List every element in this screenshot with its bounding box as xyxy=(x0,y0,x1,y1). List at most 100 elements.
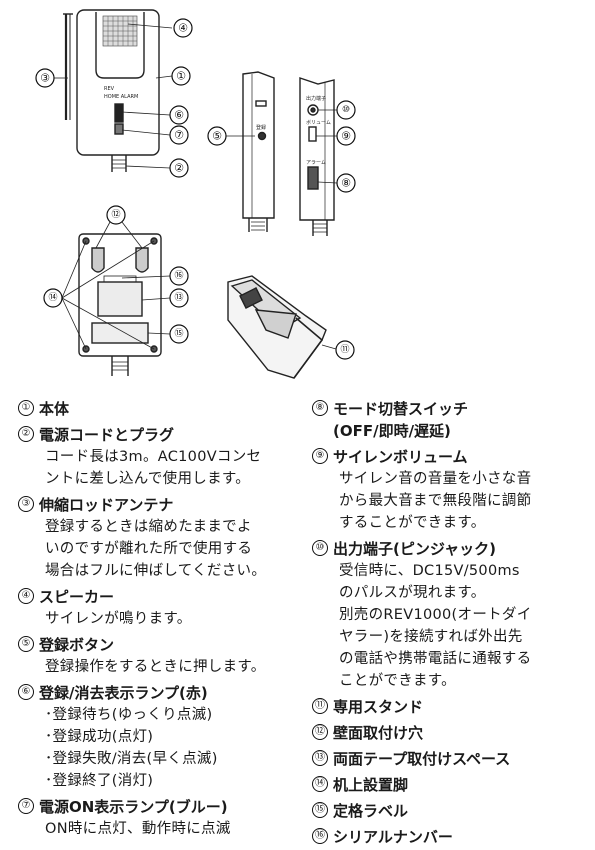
item-title: 電源コードとプラグ xyxy=(39,425,175,444)
svg-text:⑨: ⑨ xyxy=(341,130,351,143)
item-title: 定格ラベル xyxy=(333,801,409,820)
item-register-lamp: ⑥ 登録/消去表示ランプ(赤) ･登録待ち(ゆっくり点滅) ･登録成功(点灯) ･… xyxy=(18,680,308,792)
svg-text:②: ② xyxy=(174,162,184,175)
item-title: 登録/消去表示ランプ(赤) xyxy=(39,683,208,702)
item-number: ⑮ xyxy=(312,802,328,818)
left-side-view: 登録 xyxy=(226,71,275,232)
item-power-lamp: ⑦ 電源ON表示ランプ(ブルー) ON時に点灯、動作時に点滅 xyxy=(18,794,308,840)
item-description: サイレンが鳴ります。 xyxy=(45,611,192,627)
item-siren-volume: ⑨ サイレンボリューム サイレン音の音量を小さな音 から最大音まで無段階に調節 す… xyxy=(312,444,592,534)
callout-13: ⑬ xyxy=(169,288,189,308)
item-description: 受信時に、DC15V/500ms xyxy=(339,563,520,579)
item-title: シリアルナンバー xyxy=(333,827,453,846)
item-number: ⑧ xyxy=(312,400,328,416)
item-description: の電話や携帯電話に通報する xyxy=(339,651,532,667)
callout-2: ② xyxy=(169,158,189,178)
item-title: 机上設置脚 xyxy=(333,775,409,794)
item-description: 登録操作をするときに押します。 xyxy=(45,659,266,675)
stand-view xyxy=(227,275,337,379)
item-description: から最大音まで無段階に調節 xyxy=(339,493,532,509)
item-description: ･登録成功(点灯) xyxy=(45,729,154,745)
svg-text:⑩: ⑩ xyxy=(342,105,350,115)
callout-5: ⑤ xyxy=(207,126,227,146)
item-title-continued: (OFF/即時/遅延) xyxy=(333,422,451,440)
callout-14: ⑭ xyxy=(43,288,63,308)
item-title: スピーカー xyxy=(39,587,115,606)
item-title: 本体 xyxy=(39,399,70,418)
item-description: コード長は3m。AC100Vコンセ xyxy=(45,449,262,465)
item-number: ⑩ xyxy=(312,540,328,556)
item-title: 伸縮ロッドアンテナ xyxy=(39,495,174,514)
item-power-cord: ② 電源コードとプラグ コード長は3m。AC100Vコンセ ントに差し込んで使用し… xyxy=(18,422,308,490)
item-title: サイレンボリューム xyxy=(333,447,468,466)
callout-15: ⑮ xyxy=(169,324,189,344)
right-side-view: 出力端子 ボリューム アラーム xyxy=(299,77,338,236)
item-number: ⑥ xyxy=(18,684,34,700)
item-number: ③ xyxy=(18,496,34,512)
item-title: 電源ON表示ランプ(ブルー) xyxy=(39,797,228,816)
svg-text:⑧: ⑧ xyxy=(341,177,351,190)
callout-16: ⑯ xyxy=(169,266,189,286)
svg-text:①: ① xyxy=(176,70,186,83)
item-description: 別売のREV1000(オートダイ xyxy=(339,607,532,623)
item-number: ⑭ xyxy=(312,776,328,792)
item-number: ① xyxy=(18,400,34,416)
callout-1: ① xyxy=(171,66,191,86)
item-description: することができます。 xyxy=(339,515,486,531)
svg-text:⑬: ⑬ xyxy=(174,292,183,303)
item-number: ⑯ xyxy=(312,828,328,844)
item-number: ④ xyxy=(18,588,34,604)
item-number: ⑦ xyxy=(18,798,34,814)
callout-3: ③ xyxy=(35,68,55,88)
svg-text:⑭: ⑭ xyxy=(48,292,57,303)
output-side-label: 出力端子 xyxy=(306,95,326,102)
item-number: ⑬ xyxy=(312,750,328,766)
svg-text:⑤: ⑤ xyxy=(212,130,222,143)
item-description: ントに差し込んで使用します。 xyxy=(45,471,251,487)
svg-text:⑥: ⑥ xyxy=(174,109,184,122)
item-number: ⑨ xyxy=(312,448,328,464)
item-number: ② xyxy=(18,426,34,442)
callout-8: ⑧ xyxy=(336,173,356,193)
svg-text:⑪: ⑪ xyxy=(340,344,349,355)
svg-text:⑦: ⑦ xyxy=(174,129,184,142)
volume-side-label: ボリューム xyxy=(306,119,331,126)
callout-10: ⑩ xyxy=(336,100,356,120)
item-description: のパルスが現れます。 xyxy=(339,585,486,601)
front-model-text: HOME ALARM xyxy=(104,94,138,100)
svg-text:⑫: ⑫ xyxy=(111,209,120,220)
item-number: ⑪ xyxy=(312,698,328,714)
front-brand-text: REV xyxy=(104,86,115,92)
item-rating-label: ⑮ 定格ラベル xyxy=(312,798,592,822)
item-body: ① 本体 xyxy=(18,396,308,420)
item-description: いのですが離れた所で使用する xyxy=(45,541,253,557)
item-number: ⑫ xyxy=(312,724,328,740)
back-view xyxy=(61,221,171,376)
product-diagram: REV HOME ALARM 登録 xyxy=(35,9,356,379)
item-description: ･登録待ち(ゆっくり点滅) xyxy=(45,707,213,723)
item-register-button: ⑤ 登録ボタン 登録操作をするときに押します。 xyxy=(18,632,308,678)
callout-11: ⑪ xyxy=(335,340,355,360)
front-view: REV HOME ALARM xyxy=(54,9,173,172)
item-number: ⑤ xyxy=(18,636,34,652)
item-description: サイレン音の音量を小さな音 xyxy=(339,471,532,487)
register-side-label: 登録 xyxy=(256,124,266,131)
svg-text:③: ③ xyxy=(40,72,50,85)
item-title: 登録ボタン xyxy=(39,635,115,654)
svg-text:④: ④ xyxy=(178,22,188,35)
description-column-left: ① 本体 ② 電源コードとプラグ コード長は3m。AC100Vコンセ ントに差し込ん… xyxy=(18,396,308,842)
item-title: 両面テープ取付けスペース xyxy=(333,749,511,768)
callout-4: ④ xyxy=(173,18,193,38)
item-description: ことができます。 xyxy=(339,673,456,689)
callout-6: ⑥ xyxy=(169,105,189,125)
callout-9: ⑨ xyxy=(336,126,356,146)
item-description: ･登録失敗/消去(早く点滅) xyxy=(45,751,218,767)
item-description: 場合はフルに伸ばしてください。 xyxy=(45,563,267,579)
item-description: ON時に点灯、動作時に点滅 xyxy=(45,821,231,837)
svg-text:⑮: ⑮ xyxy=(174,328,183,339)
